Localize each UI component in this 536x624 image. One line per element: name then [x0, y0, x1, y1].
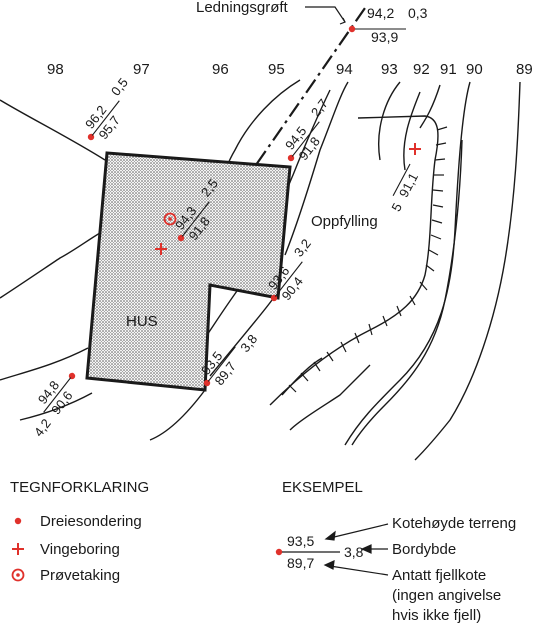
contour-92-inner — [351, 139, 463, 446]
legend-item-vane-boring: Vingeboring — [40, 541, 120, 558]
contour-label-95: 95 — [268, 61, 285, 78]
trench-top: 94,2 — [367, 5, 394, 21]
contour-92-right — [403, 91, 421, 171]
contour-mid — [289, 364, 371, 431]
boring-depth: 3,8 — [237, 332, 260, 355]
house-outline — [85, 151, 292, 392]
boring-label-5: 5 — [388, 200, 405, 213]
example-bottom: 89,7 — [287, 555, 314, 571]
vane-boring-marker-fill — [409, 143, 421, 155]
cross-icon — [12, 543, 24, 555]
contour-95 — [149, 81, 349, 441]
trench-bottom: 93,9 — [371, 29, 398, 45]
contour-label-90: 90 — [466, 61, 483, 78]
contour-98-lower — [0, 232, 101, 299]
contour-label-92: 92 — [413, 61, 430, 78]
house-label: HUS — [126, 313, 158, 330]
boring-depth: 4,2 — [31, 416, 54, 439]
boring-depth: 0,5 — [108, 75, 131, 98]
contour-label-97: 97 — [133, 61, 150, 78]
contour-label-91: 91 — [440, 61, 457, 78]
trench-line — [239, 7, 366, 189]
fill-label: Oppfylling — [311, 213, 378, 230]
trench-boring-dot — [348, 25, 356, 33]
example-arrows — [323, 523, 389, 576]
dot-icon — [14, 517, 22, 525]
example: EKSEMPEL 93,5 3,8 89,7 Kotehøyde terreng… — [275, 479, 516, 624]
boring-depth: 3,2 — [291, 236, 314, 259]
example-label-bedrock-2: (ingen angivelse — [392, 587, 501, 604]
example-heading: EKSEMPEL — [282, 479, 363, 496]
boring-bottom: 91,1 — [396, 170, 421, 199]
vane-boring-marker-house — [155, 243, 167, 255]
contour-label-98: 98 — [47, 61, 64, 78]
sample-marker-house — [163, 212, 177, 226]
legend: TEGNFORKLARING Dreiesondering Vingeborin… — [10, 479, 149, 584]
contour-label-93: 93 — [381, 61, 398, 78]
example-dot — [275, 548, 283, 556]
legend-item-rotary-sounding: Dreiesondering — [40, 513, 142, 530]
contour-label-96: 96 — [212, 61, 229, 78]
boring-1: 96,2 0,5 95,7 — [82, 75, 131, 142]
trench-label: Ledningsgrøft — [196, 0, 289, 16]
example-depth: 3,8 — [344, 544, 364, 560]
example-label-terrain: Kotehøyde terreng — [392, 515, 516, 532]
example-label-bedrock-1: Antatt fjellkote — [392, 567, 486, 584]
target-icon — [11, 568, 25, 582]
contour-label-94: 94 — [336, 61, 353, 78]
contour-label-89: 89 — [516, 61, 533, 78]
boring-2: 94,5 2,7 91,8 — [282, 96, 331, 163]
boring-depth: 2,7 — [308, 96, 331, 119]
example-label-depth: Bordybde — [392, 541, 456, 558]
trench-leader — [305, 6, 346, 23]
legend-heading: TEGNFORKLARING — [10, 479, 149, 496]
example-top: 93,5 — [287, 533, 314, 549]
contour-91 — [419, 84, 441, 129]
fill-boundary — [269, 115, 448, 406]
contour-93-curve — [378, 81, 401, 161]
trench-depth: 0,3 — [408, 5, 428, 21]
boring-7: 5 91,1 — [388, 163, 421, 214]
contour-98 — [0, 99, 106, 161]
legend-item-sampling: Prøvetaking — [40, 567, 120, 584]
contour-label-group: 98 97 96 95 94 93 92 91 90 89 — [47, 61, 533, 78]
contour-89 — [414, 81, 521, 461]
example-label-bedrock-3: hvis ikke fjell) — [392, 607, 481, 624]
